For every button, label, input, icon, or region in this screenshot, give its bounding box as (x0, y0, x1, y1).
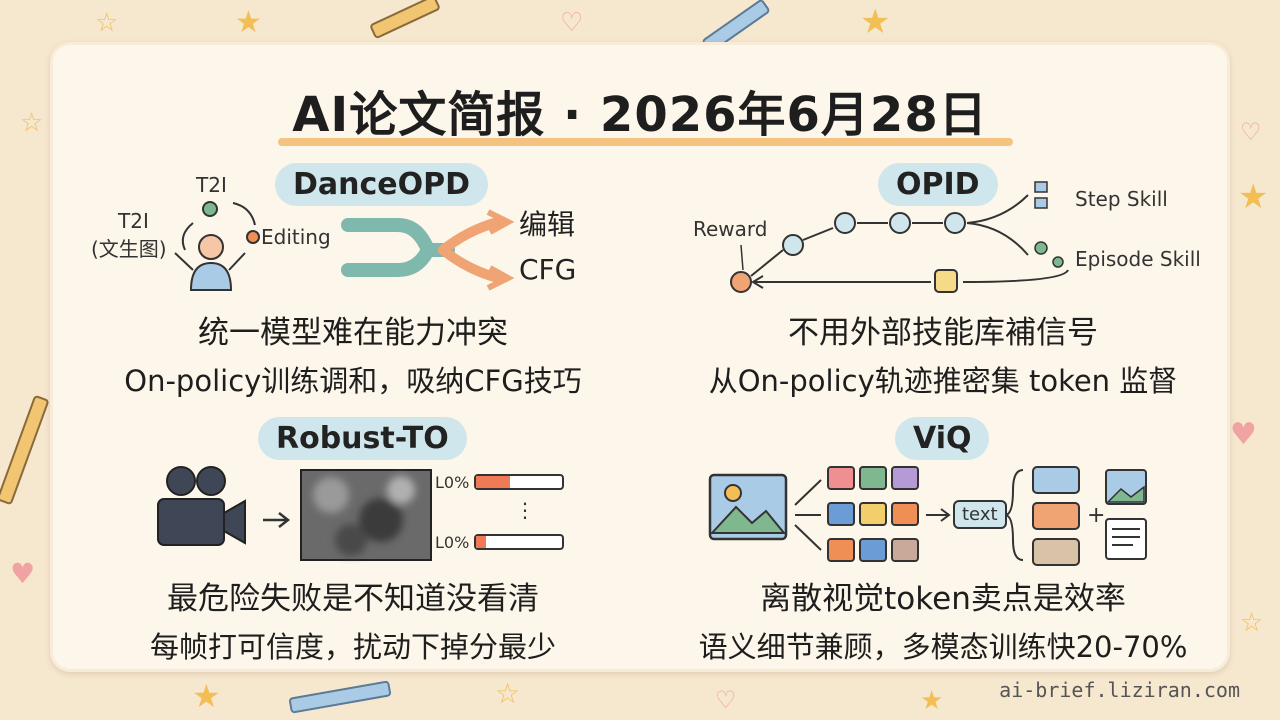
output-cfg-label: CFG (519, 253, 577, 286)
page-title: AI论文简报 · 2026年6月28日 (292, 87, 988, 143)
person-icon (174, 234, 246, 291)
image-icon (708, 473, 788, 541)
star-icon: ★ (192, 677, 221, 715)
opid-line1: 不用外部技能库補信号 (788, 315, 1098, 351)
star-icon: ★ (1238, 177, 1269, 217)
viq-line1: 离散视觉token卖点是效率 (760, 581, 1126, 617)
star-icon: ☆ (95, 8, 119, 38)
section-pill-opid: OPID (878, 163, 998, 206)
star-icon: ☆ (20, 108, 44, 138)
section-pill-robust-to: Robust-TO (258, 417, 467, 460)
star-icon: ☆ (1240, 608, 1264, 638)
section-pill-viq: ViQ (895, 417, 990, 460)
heart-icon: ♥ (1230, 417, 1257, 452)
pencil-icon (0, 395, 49, 505)
pencil-icon (370, 0, 440, 39)
viq-output-diagram (1004, 466, 1147, 566)
danceopd-line1: 统一模型难在能力冲突 (198, 315, 508, 351)
editing-label: Editing (261, 225, 331, 249)
output-edit-label: 编辑 (519, 208, 576, 241)
trajectory-diagram (730, 181, 1069, 293)
blurry-frame (300, 469, 432, 561)
heart-icon: ♥ (10, 557, 36, 590)
t2i-left-label: T2I (118, 209, 149, 233)
star-icon: ★ (860, 2, 891, 42)
token-grid (794, 466, 951, 562)
viq-summary: 离散视觉token卖点是效率 语义细节兼顾，多模态训练快20-70% (673, 573, 1213, 666)
opid-summary: 不用外部技能库補信号 从On-policy轨迹推密集 token 监督 (673, 307, 1213, 400)
confidence-label-a: L0% (435, 473, 470, 492)
star-icon: ★ (235, 5, 262, 40)
robust-to-line1: 最危险失败是不知道没看清 (167, 581, 539, 617)
heart-icon: ♡ (560, 8, 584, 38)
footer-url: ai-brief.liziran.com (999, 678, 1240, 702)
section-pill-danceopd: DanceOPD (275, 163, 489, 206)
viq-text-token: text (953, 500, 1007, 529)
episode-skill-label: Episode Skill (1075, 247, 1201, 271)
danceopd-summary: 统一模型难在能力冲突 On-policy训练调和，吸纳CFG技巧 (93, 307, 613, 400)
merge-arrows-diagram (341, 209, 515, 291)
confidence-bars (474, 474, 564, 550)
reward-label: Reward (693, 217, 768, 241)
viq-plus-sign: + (1087, 503, 1106, 528)
opid-line2: 从On-policy轨迹推密集 token 监督 (708, 364, 1178, 398)
arrow-right-icon (263, 512, 291, 528)
t2i-top-label: T2I (196, 173, 227, 197)
star-icon: ★ (920, 686, 944, 716)
heart-icon: ♡ (1240, 118, 1262, 146)
danceopd-line2: On-policy训练调和，吸纳CFG技巧 (124, 364, 582, 398)
step-skill-label: Step Skill (1075, 187, 1168, 211)
robust-to-summary: 最危险失败是不知道没看清 每帧打可信度，扰动下掉分最少 (93, 573, 613, 666)
brief-card: AI论文简报 · 2026年6月28日 DanceOPD T2I T2I (文生… (50, 42, 1230, 672)
confidence-label-b: L0% (435, 533, 470, 552)
star-icon: ☆ (495, 677, 521, 710)
t2i-left-sub-label: (文生图) (91, 237, 167, 261)
camera-icon (157, 466, 246, 546)
heart-icon: ♡ (715, 686, 737, 714)
juggler-diagram (174, 201, 260, 291)
pencil-icon (289, 680, 391, 714)
robust-to-line2: 每帧打可信度，扰动下掉分最少 (149, 630, 556, 664)
confidence-ellipsis: ⋮ (515, 498, 535, 522)
title-underline (278, 138, 1013, 146)
viq-line2: 语义细节兼顾，多模态训练快20-70% (698, 630, 1188, 664)
